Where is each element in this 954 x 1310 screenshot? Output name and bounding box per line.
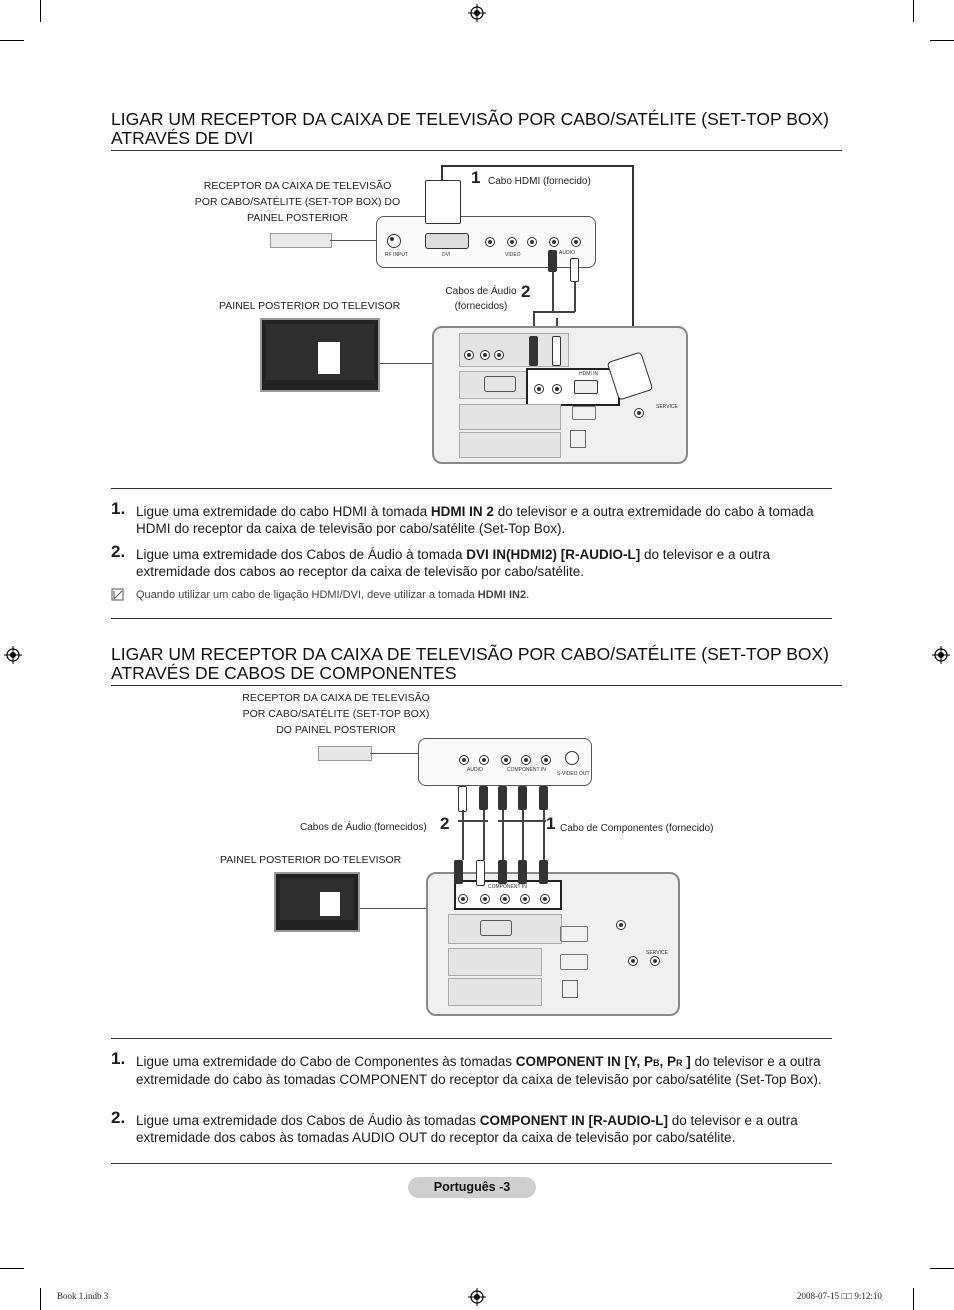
receiver-back-panel: RF INPUT DVI VIDEO AUDIO xyxy=(376,216,596,268)
audio-cable xyxy=(552,272,554,312)
hdmi-in-label: HDMI IN xyxy=(579,371,599,377)
set-top-box-icon xyxy=(270,233,332,248)
component-plug-b xyxy=(518,786,527,810)
y-jack xyxy=(485,237,495,247)
section1-note: Quando utilizar um cabo de ligação HDMI/… xyxy=(111,588,529,602)
callout1-text: Cabo HDMI (fornecido) xyxy=(488,176,591,187)
dvi-label: DVI xyxy=(442,252,451,258)
section2-step2: 2. Ligue uma extremidade dos Cabos de Áu… xyxy=(111,1108,798,1145)
audio-cable xyxy=(533,311,535,336)
audio-plug-white xyxy=(570,258,579,282)
section1-title-rule xyxy=(111,150,842,151)
tv-audio-plug-white xyxy=(552,336,561,366)
tv-component-plug-g xyxy=(539,860,548,884)
callout2-num: 2 xyxy=(521,282,531,301)
footer-left: Book 1.indb 3 xyxy=(57,1291,109,1301)
section1-step1: 1. Ligue uma extremidade do cabo HDMI à … xyxy=(111,499,814,536)
hdmi-plug-top xyxy=(425,180,461,224)
y-jack xyxy=(541,755,551,765)
hdmi-cable-segment xyxy=(441,165,634,167)
leader-line xyxy=(380,363,432,364)
section1-title: LIGAR UM RECEPTOR DA CAIXA DE TELEVISÃO … xyxy=(111,110,829,148)
tv-icon xyxy=(274,872,360,932)
section2-step1: 1. Ligue uma extremidade do Cabo de Comp… xyxy=(111,1049,822,1087)
registration-mark-icon xyxy=(468,4,486,22)
hdmi-cable-segment xyxy=(441,165,443,181)
callout2-text: Cabos de Áudio (fornecidos) xyxy=(445,286,517,312)
section2-title: LIGAR UM RECEPTOR DA CAIXA DE TELEVISÃO … xyxy=(111,645,829,683)
section2-end-rule xyxy=(111,1163,832,1164)
component-plug-r xyxy=(498,786,507,810)
section1-steps-rule xyxy=(111,488,832,489)
component-in-label: COMPONENT IN xyxy=(488,884,527,890)
callout1-text: Cabo de Componentes (fornecido) xyxy=(560,823,714,834)
section1-title-line2: ATRAVÉS DE DVI xyxy=(111,128,254,148)
service-label: SERVICE xyxy=(656,404,678,410)
pb-jack xyxy=(507,237,517,247)
section1-title-line1: LIGAR UM RECEPTOR DA CAIXA DE TELEVISÃO … xyxy=(111,109,830,129)
tv-audio-plug-red xyxy=(454,860,463,884)
section2-title-line2: ATRAVÉS DE CABOS DE COMPONENTES xyxy=(111,663,457,683)
hdmi-cable-segment xyxy=(632,165,634,357)
page-number-badge: Português -3 xyxy=(408,1177,536,1198)
audio-cable xyxy=(574,282,576,312)
footer-right: 2008-07-15 □□ 9:12:10 xyxy=(797,1291,882,1301)
svideo-port xyxy=(565,751,579,765)
audio-r-jack xyxy=(549,237,559,247)
pr-jack xyxy=(527,237,537,247)
tv-label: PAINEL POSTERIOR DO TELEVISOR xyxy=(219,300,401,312)
callout2-text: Cabos de Áudio (fornecidos) xyxy=(300,822,427,833)
component-label: COMPONENT IN xyxy=(507,767,546,773)
section2-title-line1: LIGAR UM RECEPTOR DA CAIXA DE TELEVISÃO … xyxy=(111,644,830,664)
audio-cable xyxy=(533,311,575,313)
rf-input-label: RF INPUT xyxy=(385,252,409,258)
tv-back-panel: COMPONENT IN SERVICE xyxy=(426,872,680,1016)
audio-l-jack xyxy=(459,755,469,765)
registration-mark-icon xyxy=(4,646,22,664)
leader-line xyxy=(370,753,418,754)
audio-plug-red xyxy=(548,250,557,272)
video-label: VIDEO xyxy=(505,252,521,258)
tv-label: PAINEL POSTERIOR DO TELEVISOR xyxy=(220,854,402,866)
rf-input-jack xyxy=(387,234,401,248)
tv-component-plug-r xyxy=(498,860,507,884)
callout2-num: 2 xyxy=(440,814,450,833)
section1-step2: 2. Ligue uma extremidade dos Cabos de Áu… xyxy=(111,542,771,579)
tv-component-plug-b xyxy=(518,860,527,884)
pr-jack xyxy=(501,755,511,765)
service-label: SERVICE xyxy=(646,950,668,956)
section1-end-rule xyxy=(111,618,832,619)
dvi-port xyxy=(425,233,469,249)
tv-audio-plug-red xyxy=(529,336,538,366)
note-icon xyxy=(111,588,124,601)
set-top-box-icon xyxy=(318,746,372,761)
receiver-label: RECEPTOR DA CAIXA DE TELEVISÃO POR CABO/… xyxy=(194,180,401,224)
audio-plug-red xyxy=(479,786,488,810)
audio-r-jack xyxy=(479,755,489,765)
audio-label: AUDIO xyxy=(467,767,483,773)
svideo-label: S-VIDEO OUT xyxy=(557,771,590,777)
leader-line xyxy=(360,908,426,909)
receiver-back-panel: AUDIO COMPONENT IN S-VIDEO OUT xyxy=(418,738,592,786)
tv-audio-plug-white xyxy=(476,860,485,886)
leader-line xyxy=(330,240,376,241)
receiver-label: RECEPTOR DA CAIXA DE TELEVISÃO POR CABO/… xyxy=(242,692,430,736)
callout1-num: 1 xyxy=(546,814,556,833)
audio-label: AUDIO xyxy=(559,250,575,256)
tv-icon xyxy=(260,318,380,392)
audio-l-jack xyxy=(571,237,581,247)
section2-title-rule xyxy=(111,685,842,686)
audio-plug-white xyxy=(458,786,467,812)
pb-jack xyxy=(521,755,531,765)
callout1-num: 1 xyxy=(471,168,481,187)
registration-mark-icon xyxy=(932,646,950,664)
registration-mark-icon xyxy=(468,1288,486,1306)
section2-steps-rule xyxy=(111,1038,832,1039)
component-plug-g xyxy=(539,786,548,810)
